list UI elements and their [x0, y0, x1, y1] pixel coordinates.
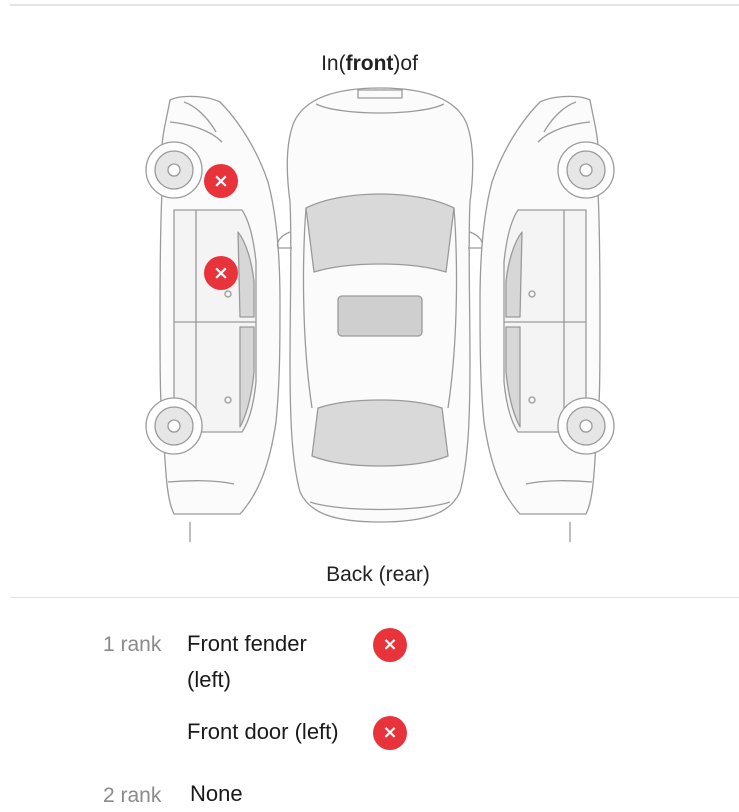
right-side-view: [479, 95, 615, 542]
x-mark-icon: ×: [373, 628, 407, 662]
back-label: Back (rear): [326, 563, 430, 586]
damage-marker-front-door-left[interactable]: ×: [204, 256, 238, 290]
damage-marker-front-fender-left[interactable]: ×: [204, 164, 238, 198]
rank-1-label: 1 rank: [103, 633, 162, 656]
car-damage-diagram: × ×: [130, 82, 630, 542]
x-mark-icon: ×: [373, 716, 407, 750]
left-side-view: [145, 95, 281, 542]
part-front-fender-left: Front fender (left): [187, 631, 307, 692]
rank-2-label: 2 rank: [103, 784, 162, 807]
part-none: None: [190, 781, 243, 806]
top-divider: [10, 4, 739, 6]
top-view: [276, 87, 484, 523]
car-outline-illustration: [145, 87, 615, 542]
part-front-door-left: Front door (left): [187, 719, 339, 744]
front-label: In(front)of: [321, 52, 418, 75]
section-divider: [10, 597, 739, 598]
